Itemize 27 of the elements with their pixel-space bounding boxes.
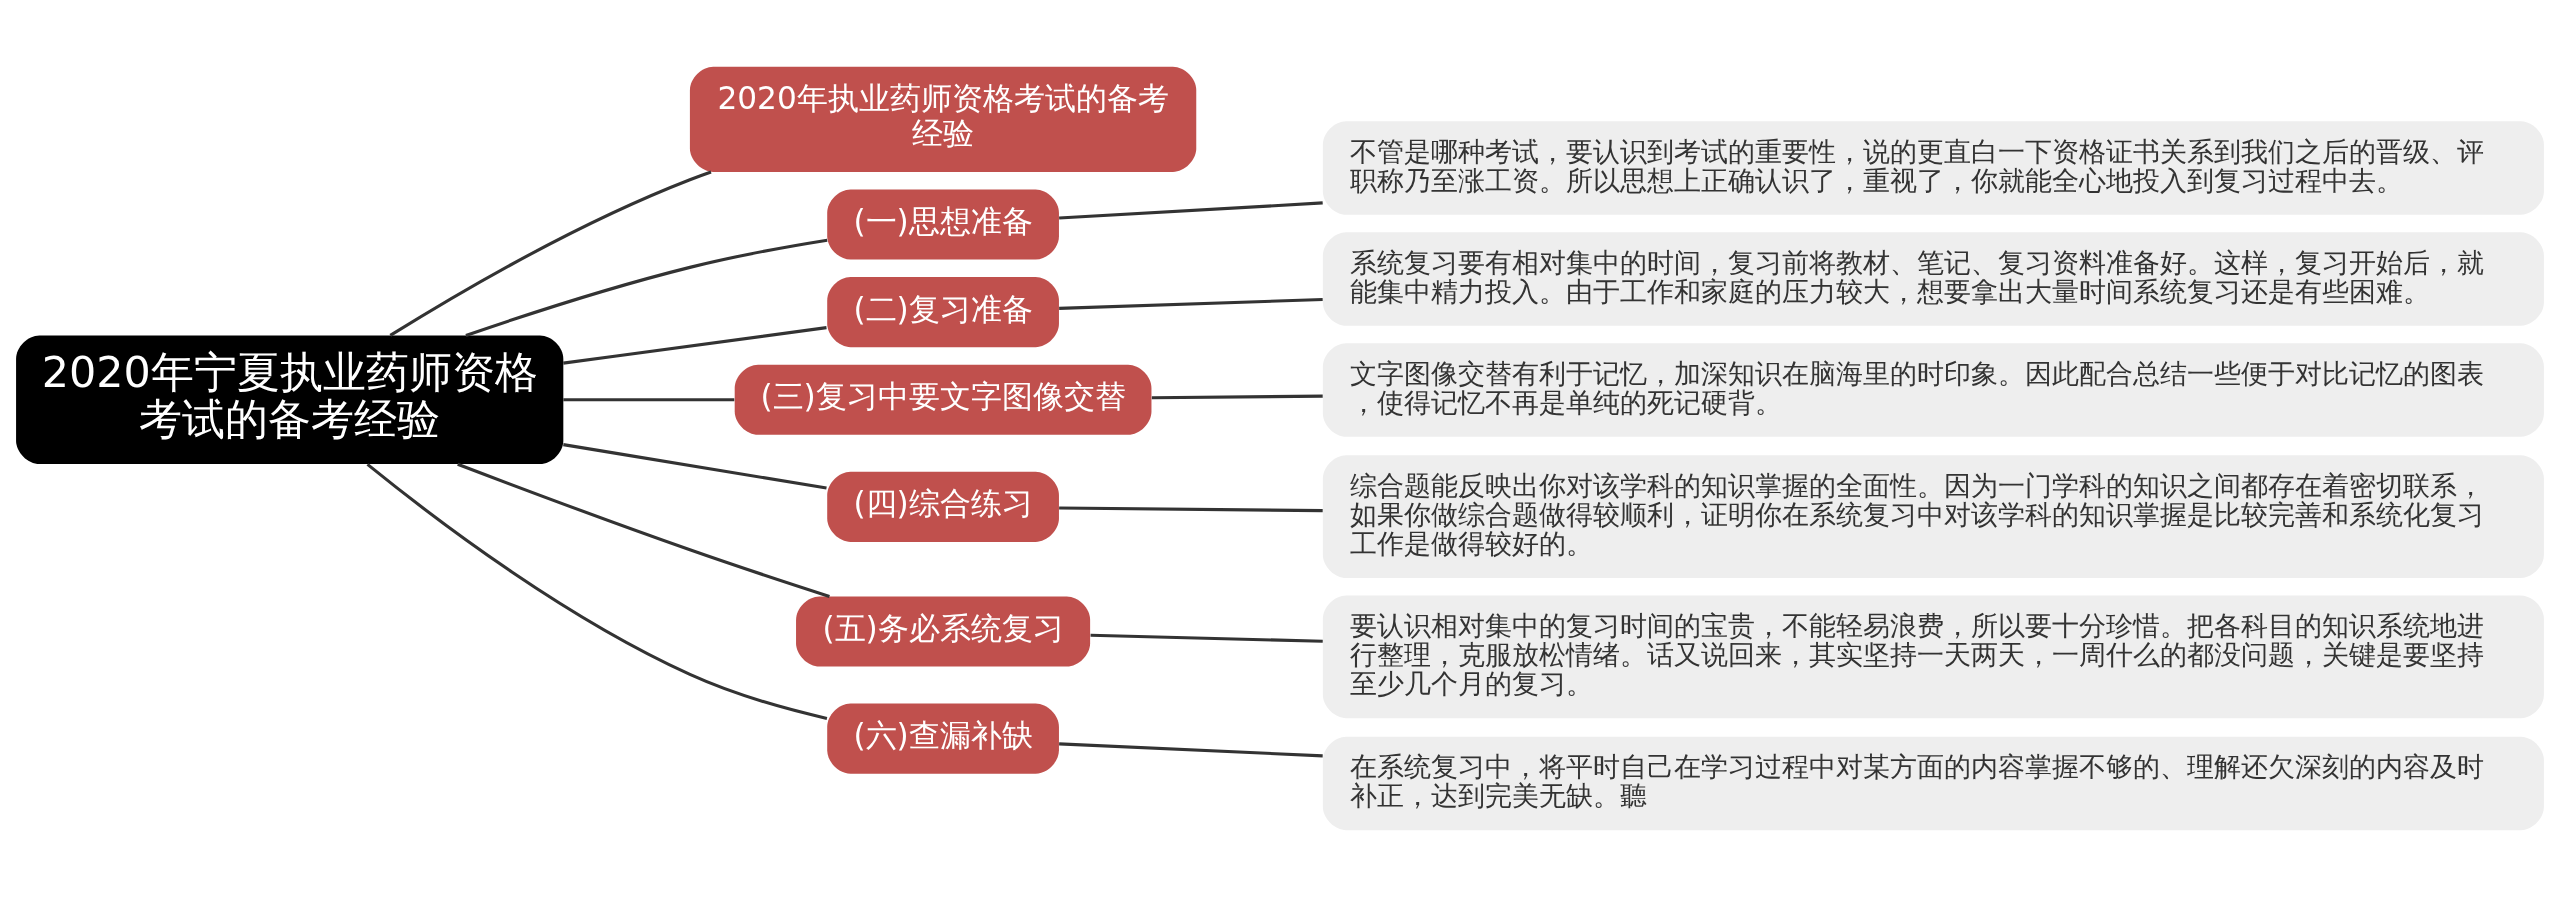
node-box: (一)思想准备 — [827, 189, 1059, 260]
node-box: (三)复习中要文字图像交替 — [734, 364, 1152, 435]
node-box: 2020年执业药师资格考试的备考经验 — [689, 66, 1197, 172]
connector — [389, 170, 712, 337]
connector — [1059, 297, 1323, 310]
connector — [457, 462, 830, 598]
node-box: (二)复习准备 — [827, 277, 1059, 348]
node-box: 综合题能反映出你对该学科的知识掌握的全面性。因为一门学科的知识之间都存在着密切联系，如果你做综合题做得较顺利，证明你在系统复习中对该学科的知识掌握是比较完善和系统化复习工作是做得较好的。 — [1322, 455, 2544, 578]
connector — [1151, 394, 1323, 400]
connector — [563, 443, 827, 490]
connector — [563, 398, 735, 402]
node-box: (六)查漏补缺 — [827, 703, 1059, 774]
node-box: 要认识相对集中的复习时间的宝贵，不能轻易浪费，所以要十分珍惜。把各科目的知识系统地进行整理，克服放松情绪。话又说回来，其实坚持一天两天，一周什么的都没问题，关键是要坚持至少几个月的复习。 — [1322, 595, 2544, 719]
connector — [563, 326, 827, 365]
node-box: 系统复习要有相对集中的时间，复习前将教材、笔记、复习资料准备好。这样，复习开始后，就能集中精力投入。由于工作和家庭的压力较大，想要拿出大量时间系统复习还是有些困难。 — [1322, 232, 2544, 326]
connector — [1059, 742, 1323, 758]
node-box: 文字图像交替有利于记忆，加深知识在脑海里的时印象。因此配合总结一些便于对比记忆的图表，使得记忆不再是单纯的死记硬背。 — [1322, 343, 2544, 437]
connector — [1059, 506, 1323, 513]
node-box: 不管是哪种考试，要认识到考试的重要性，说的更直白一下资格证书关系到我们之后的晋级、评职称乃至涨工资。所以思想上正确认识了，重视了，你就能全心地投入到复习过程中去。 — [1322, 121, 2544, 215]
node-box: (四)综合练习 — [827, 471, 1059, 542]
connector — [1059, 201, 1323, 220]
node-box: 在系统复习中，将平时自己在学习过程中对某方面的内容掌握不够的、理解还欠深刻的内容及时补正，达到完美无缺。聽 — [1322, 736, 2544, 831]
node-box: (五)务必系统复习 — [796, 596, 1091, 667]
connector — [1090, 633, 1323, 643]
connector — [465, 238, 828, 337]
node-box: 2020年宁夏执业药师资格考试的备考经验 — [16, 335, 564, 465]
connector — [366, 463, 828, 720]
